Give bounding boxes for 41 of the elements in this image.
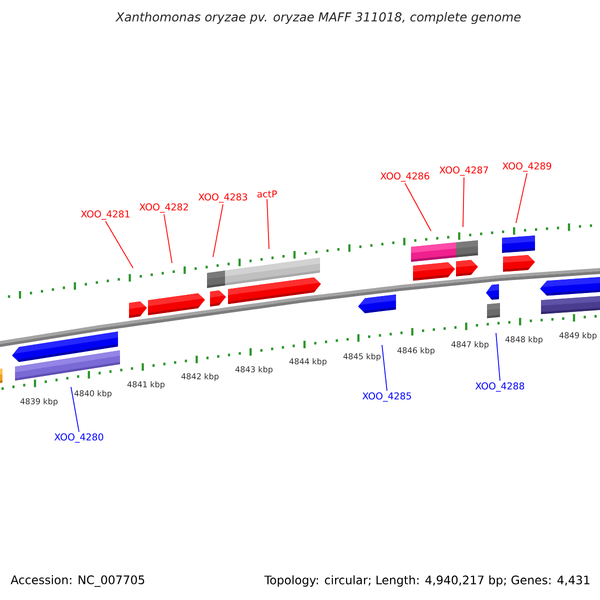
leader-line	[70, 386, 80, 432]
gene-block	[486, 284, 499, 300]
scale-label: 4848 kbp	[505, 336, 543, 344]
gene-label: XOO_4283	[198, 193, 248, 203]
leader-line	[496, 332, 500, 382]
scale-label: 4845 kbp	[343, 353, 381, 361]
leader-line	[164, 214, 172, 264]
gene-block	[358, 294, 396, 314]
gene-block	[228, 277, 321, 304]
scale-label: 4849 kbp	[559, 332, 597, 340]
footer-text: Topology: circular; Length: 4,940,217 bp; Genes: 4,431	[264, 575, 590, 587]
gene-block	[503, 255, 535, 272]
gene-block	[12, 331, 118, 362]
leader-line	[516, 172, 528, 224]
footer-text: Accession: NC_007705	[10, 575, 144, 587]
scale-label: 4842 kbp	[181, 373, 219, 381]
gene-label: XOO_4281	[80, 210, 130, 220]
scale-label: 4841 kbp	[127, 381, 165, 389]
leader-line	[105, 220, 134, 268]
leader-line	[382, 344, 388, 392]
scale-label: 4847 kbp	[451, 341, 489, 349]
scale-label: 4844 kbp	[289, 358, 327, 366]
gene-block	[210, 290, 226, 307]
gene-label: actP	[257, 190, 277, 198]
gene-label: XOO_4289	[502, 162, 552, 172]
scale-label: 4840 kbp	[74, 390, 112, 398]
gene-label: XOO_4280	[54, 433, 104, 443]
leader-line	[266, 198, 270, 250]
gene-label: XOO_4288	[475, 382, 524, 392]
leader-line	[212, 204, 224, 258]
leader-line	[462, 176, 464, 228]
scale-label: 4846 kbp	[397, 347, 435, 355]
gene-block	[456, 260, 478, 276]
gene-label: XOO_4282	[139, 203, 188, 213]
gene-label: XOO_4287	[439, 166, 488, 176]
scale-label: 4839 kbp	[20, 398, 58, 406]
title: Xanthomonas oryzae pv. oryzae MAFF 311018, complete genome	[115, 12, 521, 24]
gene-block	[129, 301, 147, 318]
gene-label: XOO_4285	[362, 392, 411, 402]
gene-label: XOO_4286	[380, 172, 430, 182]
scale-label: 4843 kbp	[235, 366, 273, 374]
